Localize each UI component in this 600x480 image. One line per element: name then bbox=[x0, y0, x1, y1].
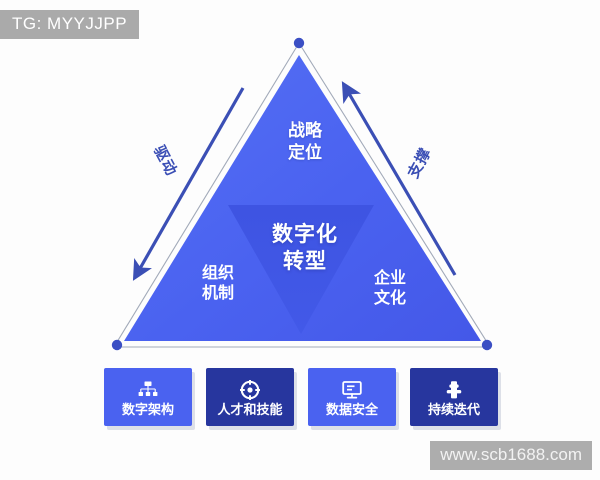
target-icon bbox=[240, 379, 260, 401]
card-talent-and-skills[interactable]: 人才和技能 bbox=[206, 368, 294, 426]
main-triangle bbox=[124, 55, 481, 341]
card-digital-architecture[interactable]: 数字架构 bbox=[104, 368, 192, 426]
card-continuous-iteration[interactable]: 持续迭代 bbox=[410, 368, 498, 426]
right-arrow bbox=[341, 81, 457, 276]
card-label: 数字架构 bbox=[121, 401, 174, 417]
inner-inverted-triangle bbox=[228, 205, 374, 334]
card-data-security[interactable]: 数据安全 bbox=[308, 368, 396, 426]
vertex-dot-bottom-right bbox=[481, 339, 493, 351]
outline-triangle bbox=[113, 41, 491, 348]
puzzle-icon bbox=[444, 379, 464, 401]
vertex-dot-bottom-left bbox=[111, 339, 123, 351]
vertex-dot-apex bbox=[293, 37, 305, 49]
left-arrow bbox=[132, 87, 245, 281]
card-label: 人才和技能 bbox=[217, 401, 283, 417]
org-chart-icon bbox=[138, 379, 158, 401]
tg-tag: TG: MYYJJPP bbox=[0, 10, 140, 39]
card-label: 数据安全 bbox=[325, 401, 378, 417]
monitor-icon bbox=[342, 379, 362, 401]
site-watermark: www.scb1688.com bbox=[430, 441, 592, 470]
card-label: 持续迭代 bbox=[427, 401, 480, 417]
card-row: 数字架构 人才和技能 数据安全 bbox=[104, 368, 500, 430]
